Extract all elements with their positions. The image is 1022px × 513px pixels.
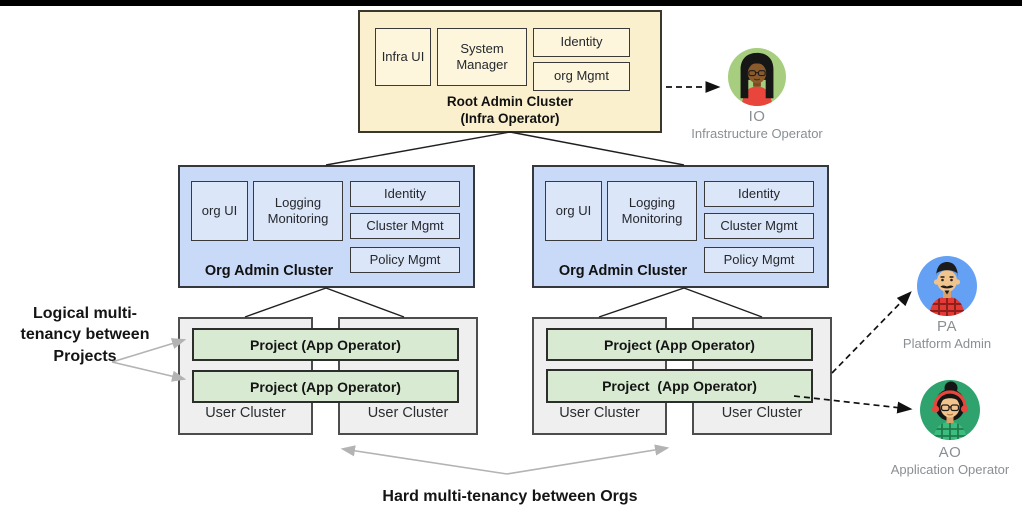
component-identity-left: Identity [350, 181, 460, 207]
component-org-ui-right: org UI [545, 181, 602, 241]
component-identity-root: Identity [533, 28, 630, 57]
org-cluster-title-right: Org Admin Cluster [558, 263, 688, 279]
project-bar-right-2: Project (App Operator) [546, 369, 813, 403]
pa-abbr-label: PA [937, 318, 957, 335]
project-bar-left-1: Project (App Operator) [192, 328, 459, 361]
component-org-ui-left: org UI [191, 181, 248, 241]
io-avatar-icon [728, 48, 786, 106]
root-cluster-title: Root Admin Cluster [446, 94, 574, 109]
org-cluster-title-left: Org Admin Cluster [204, 263, 334, 279]
component-cluster-mgmt-right: Cluster Mgmt [704, 213, 814, 239]
ao-role-label: Application Operator [890, 462, 1010, 477]
component-policy-mgmt-left: Policy Mgmt [350, 247, 460, 273]
component-logging-monitoring-right: Logging Monitoring [607, 181, 697, 241]
component-identity-right: Identity [704, 181, 814, 207]
component-logging-monitoring-left: Logging Monitoring [253, 181, 343, 241]
hard-arrow-right [506, 444, 670, 475]
pa-role-label: Platform Admin [902, 336, 992, 351]
component-org-mgmt: org Mgmt [533, 62, 630, 91]
component-cluster-mgmt-left: Cluster Mgmt [350, 213, 460, 239]
pa-avatar-icon [917, 256, 977, 316]
logical-multitenancy-label: Logical multi-tenancy between Projects [20, 305, 150, 365]
project-bar-left-2: Project (App Operator) [192, 370, 459, 403]
io-abbr-label: IO [748, 108, 766, 125]
ao-abbr-label: AO [938, 444, 962, 461]
project-bar-right-1: Project (App Operator) [546, 328, 813, 361]
ao-avatar-icon [920, 380, 980, 440]
component-infra-ui: Infra UI [375, 28, 431, 86]
component-system-manager: System Manager [437, 28, 527, 86]
top-black-bar [0, 0, 1022, 6]
io-role-label: Infrastructure Operator [691, 126, 823, 141]
hard-multitenancy-label: Hard multi-tenancy between Orgs [382, 488, 638, 505]
root-cluster-subtitle: (Infra Operator) [460, 111, 560, 126]
component-policy-mgmt-right: Policy Mgmt [704, 247, 814, 273]
hard-arrow-left [340, 445, 508, 475]
